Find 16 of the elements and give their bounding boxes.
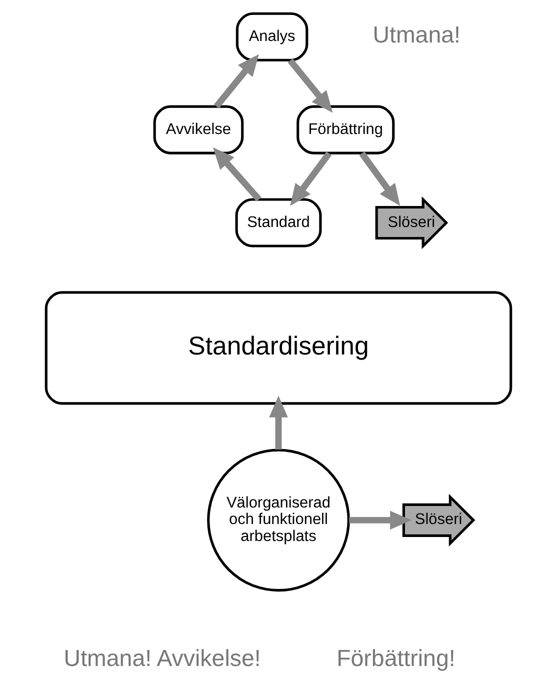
arrow: [290, 152, 332, 206]
arrow: [213, 54, 258, 108]
node-box: Avvikelse: [152, 105, 244, 154]
arrow: [358, 152, 400, 206]
node-box: Standardisering: [44, 291, 512, 405]
arrow: [268, 396, 288, 450]
label: Förbättring!: [336, 644, 455, 671]
arrow: [212, 147, 261, 202]
node-box: Standard: [234, 198, 322, 248]
arrow: [287, 58, 332, 113]
node-box: Analys: [235, 12, 308, 62]
label: Utmana!: [372, 22, 460, 48]
node-circle: Välorganiserad och funktionell arbetsplats: [206, 448, 350, 592]
label: Utmana! Avvikelse!: [63, 644, 260, 671]
arrow: [348, 510, 412, 530]
node-box: Förbättring: [296, 105, 394, 154]
